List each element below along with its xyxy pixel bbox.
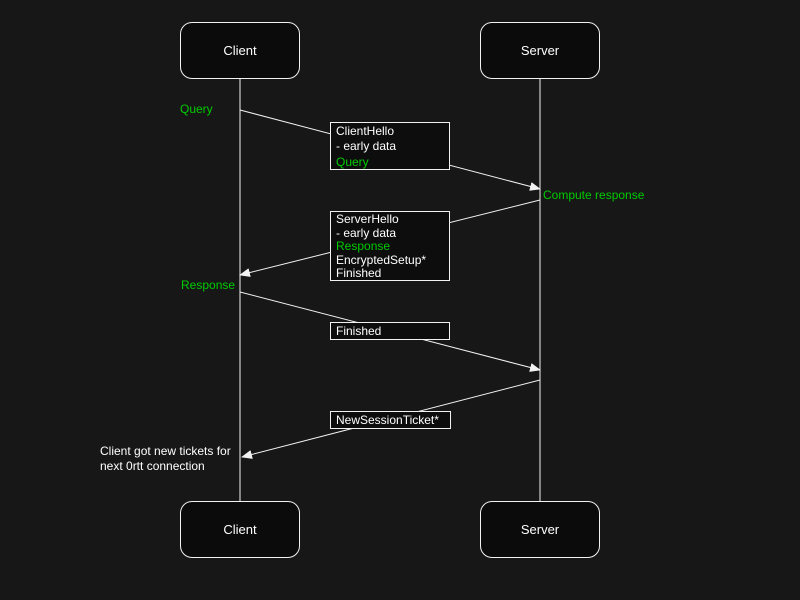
clienthello-line-3: Query <box>336 154 369 169</box>
actor-label-server-top: Server <box>520 43 560 58</box>
newsessionticket-label: NewSessionTicket* <box>336 413 439 427</box>
serverhello-line-1: ServerHello <box>336 212 399 226</box>
message-box-clienthello: ClientHello - early data Query <box>330 122 450 170</box>
message-box-serverhello: ServerHello - early data Response Encryp… <box>330 211 450 281</box>
query-label: Query <box>180 102 213 116</box>
actor-label-client-top: Client <box>223 43 257 58</box>
message-box-finished: Finished <box>330 322 450 340</box>
serverhello-line-2: - early data <box>336 225 397 240</box>
actor-box-server-top: Server <box>480 22 600 79</box>
actor-label-client-bottom: Client <box>223 522 257 537</box>
tickets-note-line-1: Client got new tickets for <box>100 444 231 458</box>
serverhello-line-5: Finished <box>336 266 382 280</box>
response-label: Response <box>181 278 236 292</box>
tickets-note-line-2: next 0rtt connection <box>100 459 205 473</box>
serverhello-line-4: EncryptedSetup* <box>336 252 427 267</box>
clienthello-line-2: - early data <box>336 139 397 154</box>
compute-response-label: Compute response <box>543 188 645 202</box>
actor-label-server-bottom: Server <box>520 522 560 537</box>
actor-box-client-top: Client <box>180 22 300 79</box>
tickets-note: Client got new tickets for next 0rtt con… <box>100 444 231 474</box>
finished-label: Finished <box>336 324 382 338</box>
actor-box-server-bottom: Server <box>480 501 600 558</box>
serverhello-line-3: Response <box>336 239 391 253</box>
clienthello-line-1: ClientHello <box>336 124 395 138</box>
actor-box-client-bottom: Client <box>180 501 300 558</box>
message-box-newsessionticket: NewSessionTicket* <box>330 411 451 429</box>
